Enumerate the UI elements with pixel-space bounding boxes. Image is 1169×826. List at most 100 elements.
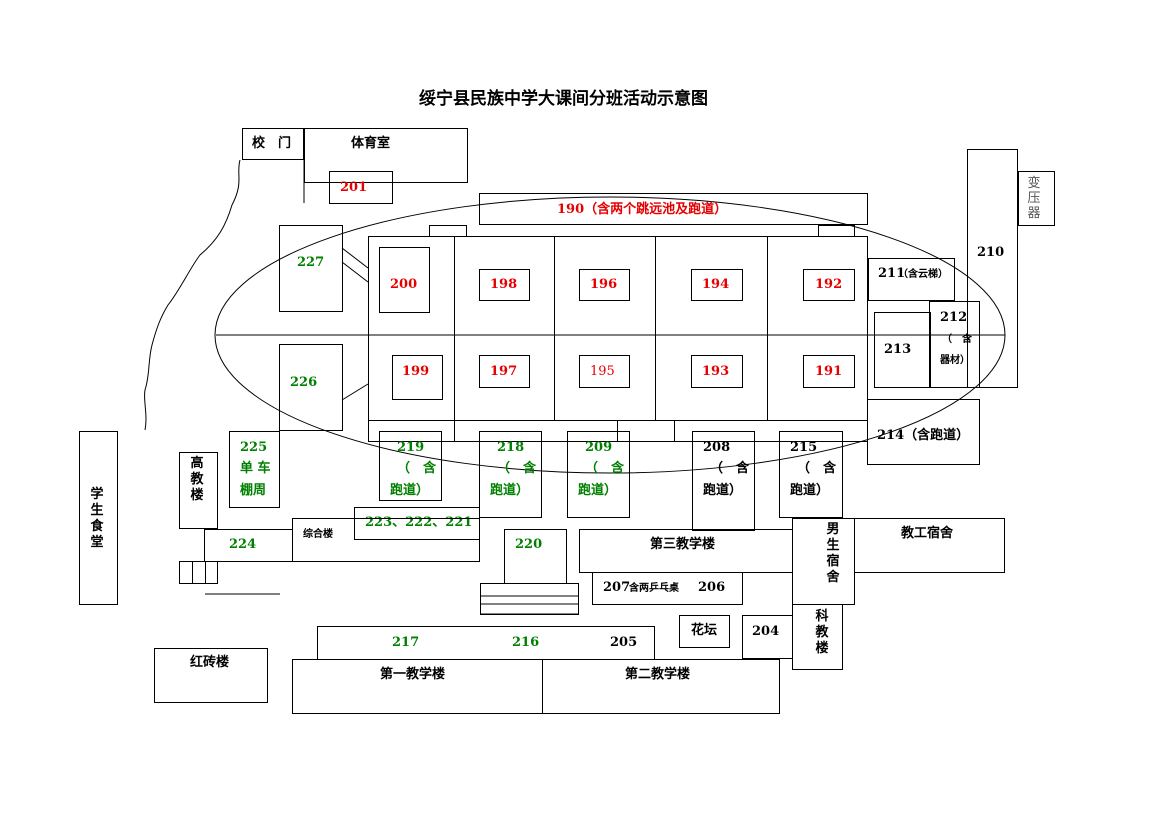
field-grid: [368, 236, 868, 442]
connector-line: [341, 247, 369, 269]
class-225-note1: 单 车: [240, 461, 271, 476]
class-225-label: 225: [240, 440, 268, 455]
class-212-note1: （ 含: [942, 334, 972, 345]
class-213-label: 213: [884, 342, 912, 357]
class-225-box: [229, 431, 280, 508]
class-227-label: 227: [297, 255, 325, 270]
grid-divider: [674, 420, 675, 442]
class-207-label: 207: [603, 580, 631, 595]
class-212-box: [929, 301, 980, 388]
flowerbed-label: 花坛: [691, 623, 718, 638]
redbrick-box: [154, 648, 268, 703]
class-209-note1: （ 含: [585, 461, 625, 476]
class-196-label: 196: [590, 277, 618, 292]
building-3-label: 第三教学楼: [650, 537, 716, 552]
class-211-note: （含云梯）: [898, 269, 948, 280]
gym-label: 体育室: [351, 136, 391, 151]
class-192-label: 192: [815, 277, 843, 292]
class-192-box: [803, 269, 855, 301]
flowerbed-box: [679, 615, 730, 648]
class-199-box: [392, 355, 443, 400]
grid-divider: [454, 236, 455, 442]
grid-divider: [192, 561, 193, 584]
class-218-note2: 跑道）: [490, 483, 530, 498]
class-196-box: [579, 269, 630, 301]
gym-box: [304, 128, 468, 183]
building-2-label: 第二教学楼: [625, 667, 691, 682]
science-building-label: 科教楼: [815, 609, 829, 656]
staff-dorm-label: 教工宿舍: [901, 526, 954, 541]
boys-dorm-label: 男生宿舍: [826, 522, 840, 585]
class-219-note2: 跑道）: [390, 483, 430, 498]
class-209-box: [567, 431, 630, 518]
class-190-box: [479, 193, 868, 225]
class-195-label: 195: [590, 364, 615, 379]
class-224-box: [204, 529, 293, 562]
class-211-label: 211: [878, 266, 906, 281]
class-199-label: 199: [402, 364, 430, 379]
steps-box: [480, 583, 579, 615]
class-190-label: 190（含两个跳远池及跑道）: [557, 202, 728, 217]
class-209-label: 209: [585, 440, 613, 455]
gate-box: [242, 128, 304, 160]
class-217-label: 217: [392, 635, 420, 650]
class-218-note1: （ 含: [497, 461, 537, 476]
class-207-note: 含两乒乓桌: [629, 583, 679, 594]
grid-divider: [205, 561, 206, 584]
class-213-box: [874, 312, 931, 388]
class-211-box: [868, 258, 955, 301]
class-208-note1: （ 含: [710, 461, 750, 476]
class-218-label: 218: [497, 440, 525, 455]
staff-dorm-box: [854, 518, 1005, 573]
class-194-label: 194: [702, 277, 730, 292]
class-220-label: 220: [515, 537, 543, 552]
class-201-box: [329, 171, 393, 204]
class-207-206-box: [592, 572, 743, 605]
connector-line: [341, 261, 369, 283]
class-212-note2: 器材）: [940, 355, 970, 366]
class-198-label: 198: [490, 277, 518, 292]
boys-dorm-box: [792, 518, 855, 605]
page-title: 绥宁县民族中学大课间分班活动示意图: [419, 89, 708, 109]
class-212-label: 212: [940, 310, 968, 325]
class-200-box: [379, 247, 430, 313]
class-226-box: [279, 344, 343, 431]
small-sheds: [179, 561, 218, 584]
class-194-box: [691, 269, 743, 301]
class-205-label: 205: [610, 635, 638, 650]
class-208-box: [692, 431, 755, 531]
class-204-label: 204: [752, 624, 780, 639]
teacher-building-box: [179, 452, 218, 529]
class-208-note2: 跑道）: [703, 483, 743, 498]
classes-217-216-205-box: [317, 626, 655, 660]
class-197-box: [479, 355, 530, 388]
class-201-label: 201: [340, 180, 368, 195]
class-215-note2: 跑道）: [790, 483, 830, 498]
complex-box: [292, 518, 480, 562]
class-215-note1: （ 含: [797, 461, 837, 476]
grid-divider: [554, 236, 555, 420]
grid-divider: [767, 236, 768, 420]
class-214-box: [867, 399, 980, 465]
gate-label: 校 门: [252, 136, 292, 151]
connector-line: [341, 383, 369, 401]
grid-divider: [368, 420, 868, 421]
class-224-label: 224: [229, 537, 257, 552]
class-218-box: [479, 431, 542, 518]
complex-label: 综合楼: [303, 529, 333, 540]
transformer-box: [1018, 171, 1055, 226]
class-191-label: 191: [815, 364, 843, 379]
class-206-label: 206: [698, 580, 726, 595]
class-210-label: 210: [977, 245, 1005, 260]
class-227-box: [279, 225, 343, 312]
transformer-label: 变压器: [1027, 176, 1041, 221]
teacher-building-label: 高教楼: [190, 456, 204, 503]
class-204-box: [742, 615, 793, 659]
canteen-box: [79, 431, 118, 605]
class-197-label: 197: [490, 364, 518, 379]
class-198-box: [479, 269, 530, 301]
class-193-label: 193: [702, 364, 730, 379]
class-209-note2: 跑道）: [578, 483, 618, 498]
canteen-label: 学生食堂: [90, 487, 104, 550]
